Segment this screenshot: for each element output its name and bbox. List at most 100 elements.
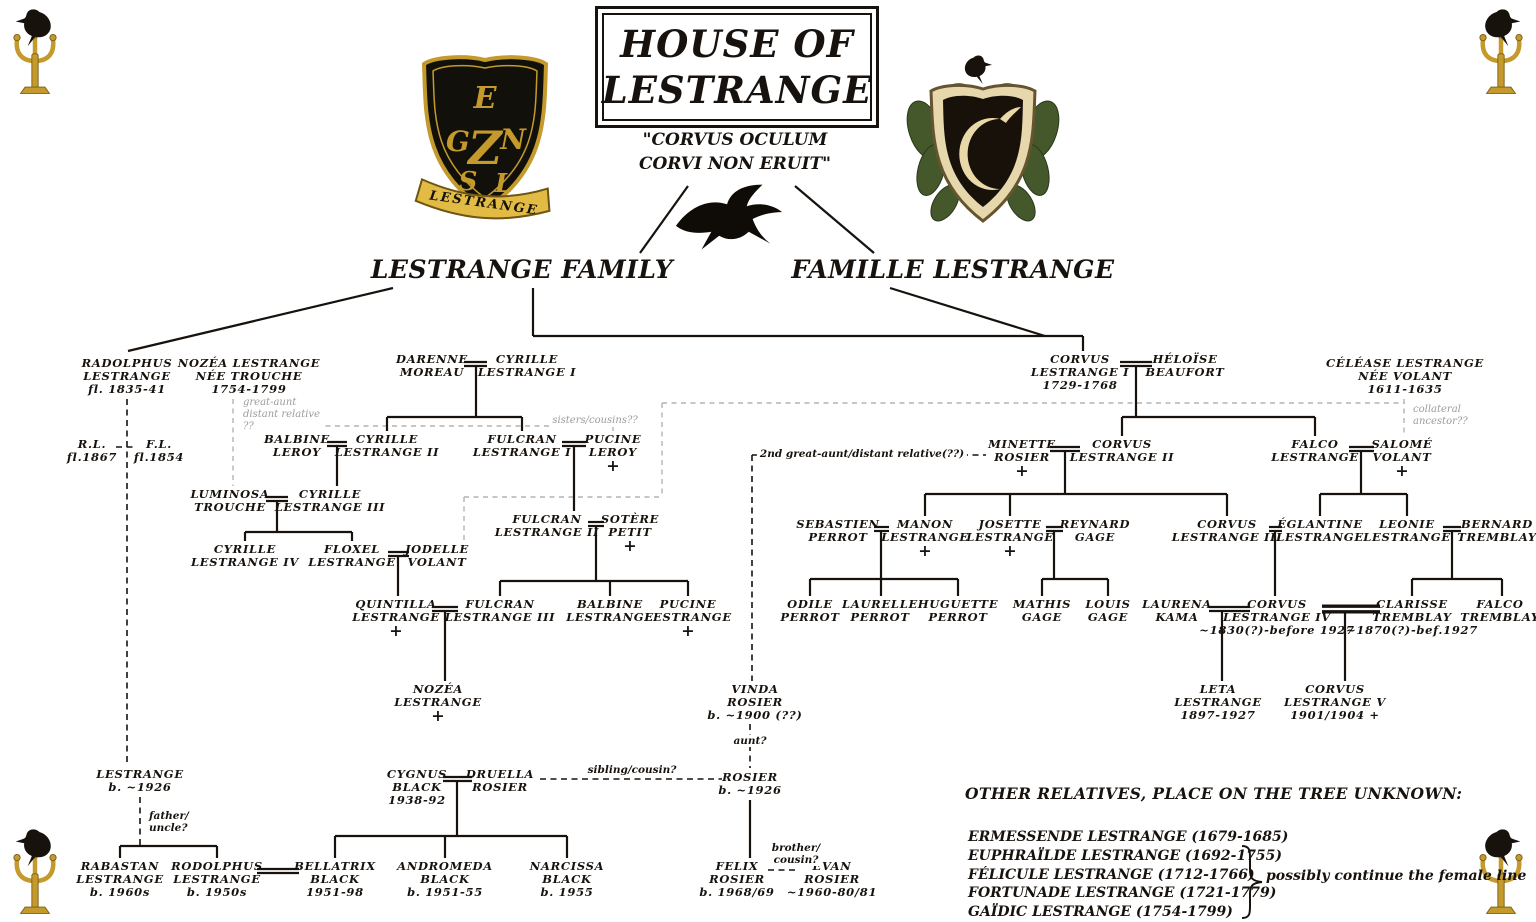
person-text-line: NÉE TROUCHE [195,369,303,383]
person-text-line: LETA [1199,682,1237,696]
person-text-line: BLACK [392,780,442,794]
other-relative-entry: ERMESSENDE LESTRANGE (1679-1685) [968,829,1289,845]
deceased-cross-icon: + [606,456,620,475]
person-text-line: ROSIER [722,770,778,784]
person-text-line: BERNARD [1461,517,1533,531]
relation-note-sisters-cousins: sisters/cousins?? [549,415,641,427]
female-line-note: possibly continue the female line [1266,868,1527,884]
deceased-cross-icon: + [1015,461,1029,480]
person-text-line: b. 1955 [540,885,594,899]
person-text-line: LESTRANGE [881,530,969,544]
person-text-line: ROSIER [709,872,765,886]
person-text-line: SEBASTIEN [796,517,880,531]
person-text-line: QUINTILLA [355,597,437,611]
person-text-line: PERROT [928,610,988,624]
person-text-line: SOTÈRE [600,512,660,526]
person-text-line: b. 1951-55 [407,885,483,899]
monogram-letter-s: S [459,167,478,197]
person-text-line: MOREAU [399,365,465,379]
person-text-line: ~1870(?)-bef.1927 [1346,623,1478,637]
person-text-line: LESTRANGE V [1284,695,1386,709]
person-text-line: TREMBLAY [1372,610,1452,624]
deceased-cross-icon: + [1003,541,1017,560]
person-text-line: BLACK [542,872,592,886]
deceased-cross-icon: + [389,621,403,640]
person-text-line: LESTRANGE [1276,530,1364,544]
person-text-line: VOLANT [407,555,467,569]
person-r-l: R.L.fl.1867 [67,438,117,464]
person-text-line: MANON [896,517,954,531]
lestrange-crest-shield: E G Z N S L LESTRANGE [414,55,551,220]
person-text-line: PERROT [850,610,910,624]
monogram-letter-e: E [473,81,498,116]
person-text-line: KAMA [1155,610,1199,624]
relation-note-father-uncle: father/uncle? [146,810,192,834]
person-text-line: TREMBLAY [1460,610,1536,624]
person-text-line: LEONIE [1379,517,1435,531]
deceased-cross-icon: + [1395,461,1409,480]
other-relative-entry: FÉLICULE LESTRANGE (1712-1766) [968,866,1255,883]
raven-icon [675,184,783,250]
monogram-letter-g: G [446,125,470,158]
person-text-line: LESTRANGE [394,695,482,709]
person-text-line: TREMBLAY [1457,530,1536,544]
person-text-line: LESTRANGE II [494,525,600,539]
person-text-line: CORVUS [1197,517,1257,531]
person-f-l: F.L.fl.1854 [134,438,184,464]
famille-lestrange-crest [906,55,1060,223]
person-text-line: BLACK [310,872,360,886]
person-text-line: LESTRANGE [96,767,184,781]
person-text-line: b. ~1900 (??) [707,708,803,722]
person-text-line: LOUIS [1085,597,1131,611]
descent-line [794,185,875,254]
descent-line [127,286,394,353]
person-text-line: BALBINE [576,597,643,611]
person-text-line: 1729-1768 [1042,378,1118,392]
person-text-line: BEAUFORT [1145,365,1225,379]
motto-line-2: CORVI NON ERUIT" [638,154,832,174]
person-text-line: CYRILLE [298,487,362,501]
person-text-line: LESTRANGE [308,555,396,569]
person-text-line: ANDROMEDA [397,859,493,873]
person-text-line: ROSIER [727,695,783,709]
person-text-line: DARENNE [396,352,468,366]
page-title-line-2: LESTRANGE [601,68,873,112]
monogram-letter-n: N [499,123,527,156]
branch-label-lestrange-family: LESTRANGE FAMILY [370,255,674,284]
person-text-line: PETIT [608,525,652,539]
title-box: HOUSE OF LESTRANGE [595,6,879,128]
person-text-line: LESTRANGE III [274,500,386,514]
person-text-line: FALCO [1291,437,1339,451]
person-text-line: LESTRANGE [1271,450,1359,464]
person-text-line: CORVUS [1305,682,1365,696]
person-text-line: ODILE [787,597,833,611]
